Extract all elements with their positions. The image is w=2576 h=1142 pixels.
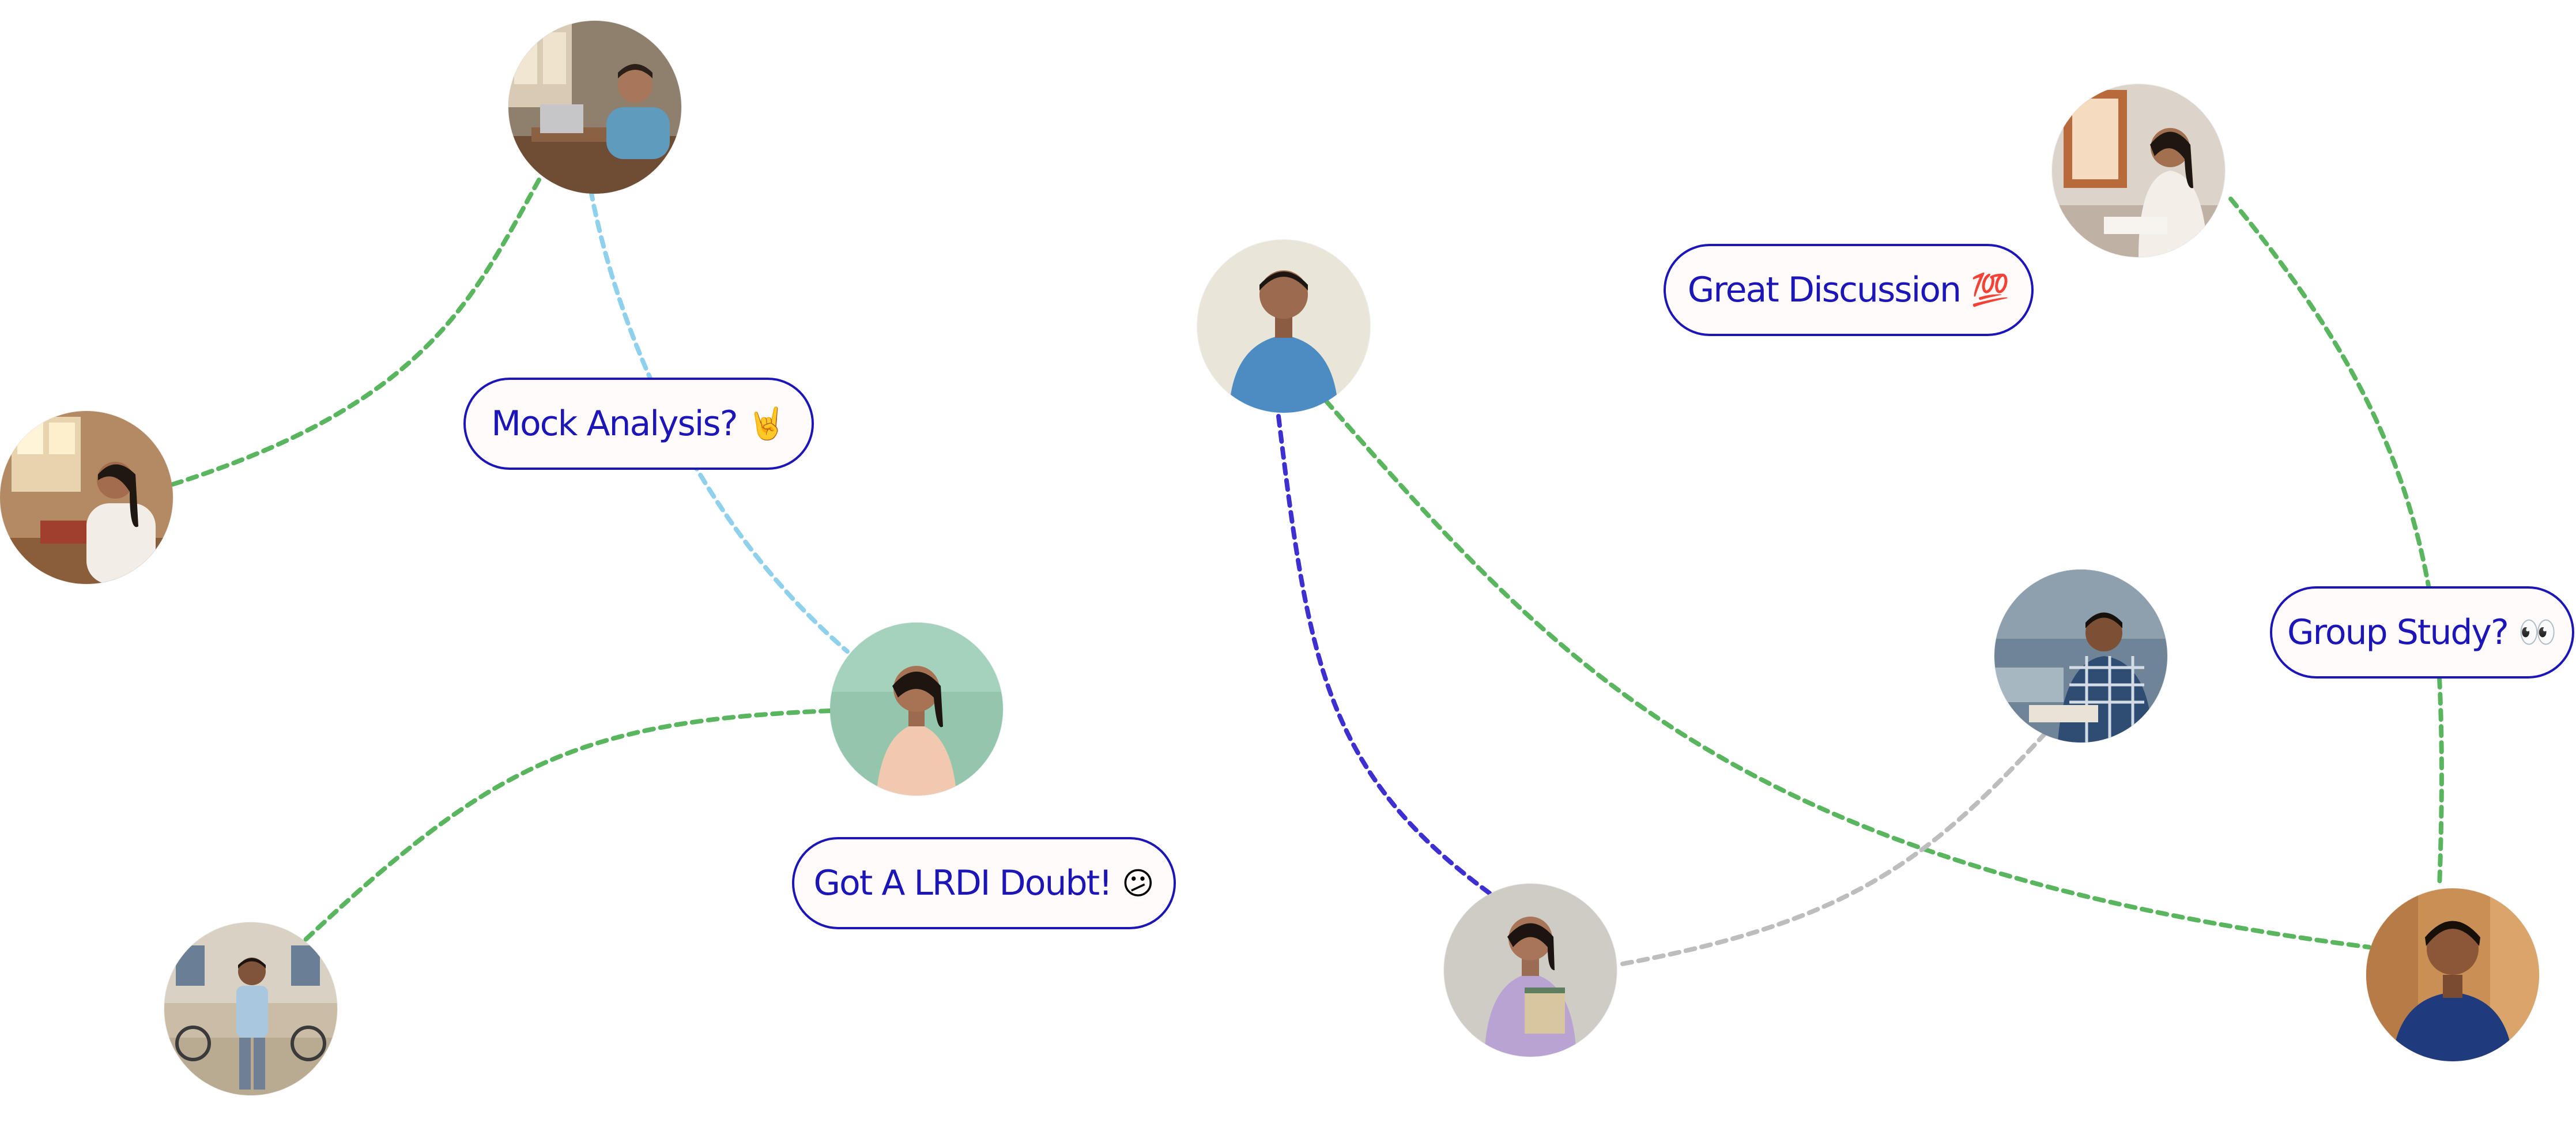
confused-face-icon: 😕 [1122,865,1155,902]
chip-mock-analysis-label: Mock Analysis? [491,404,738,444]
student-with-braid-photo [830,623,1003,796]
chip-great-discussion-label: Great Discussion [1687,270,1962,310]
connector-books-to-plaid [1620,730,2049,966]
chip-lrdi-doubt[interactable]: Got A LRDI Doubt! 😕 [792,837,1176,929]
avatar-student-with-braid[interactable] [830,623,1003,796]
connector-bluetee-to-books [1276,414,1492,896]
chip-group-study-label: Group Study? [2287,612,2509,653]
student-smiling-outdoors-photo [2366,888,2539,1061]
hundred-points-icon: 💯 [1970,272,2010,308]
avatar-student-plaid-shirt[interactable] [1994,570,2167,743]
avatar-student-at-desk[interactable] [508,21,681,194]
connector-bluetee-to-smiling [1323,398,2371,949]
connector-braid-to-outdoor [303,708,832,942]
rock-on-hand-icon: 🤘 [747,405,786,442]
connector-desk-to-reader [171,178,541,487]
eyes-icon: 👀 [2518,614,2558,650]
student-reading-photo [0,411,173,584]
avatar-student-blue-tshirt[interactable] [1197,240,1370,413]
student-plaid-shirt-photo [1994,570,2167,743]
avatar-student-standing-outdoors[interactable] [164,922,337,1095]
student-writing-by-window-photo [2052,84,2225,257]
chip-mock-analysis[interactable]: Mock Analysis? 🤘 [463,378,814,470]
avatar-student-writing-by-window[interactable] [2052,84,2225,257]
student-blue-tshirt-photo [1197,240,1370,413]
chip-lrdi-doubt-label: Got A LRDI Doubt! [813,863,1113,903]
avatar-student-smiling-outdoors[interactable] [2366,888,2539,1061]
avatar-student-reading[interactable] [0,411,173,584]
student-standing-outdoors-photo [164,922,337,1095]
student-holding-books-photo [1444,884,1617,1057]
chip-great-discussion[interactable]: Great Discussion 💯 [1664,244,2034,336]
student-at-desk-photo [508,21,681,194]
chip-group-study[interactable]: Group Study? 👀 [2270,586,2574,679]
avatar-student-holding-books[interactable] [1444,884,1617,1057]
connector-window-to-smiling [2228,197,2444,890]
